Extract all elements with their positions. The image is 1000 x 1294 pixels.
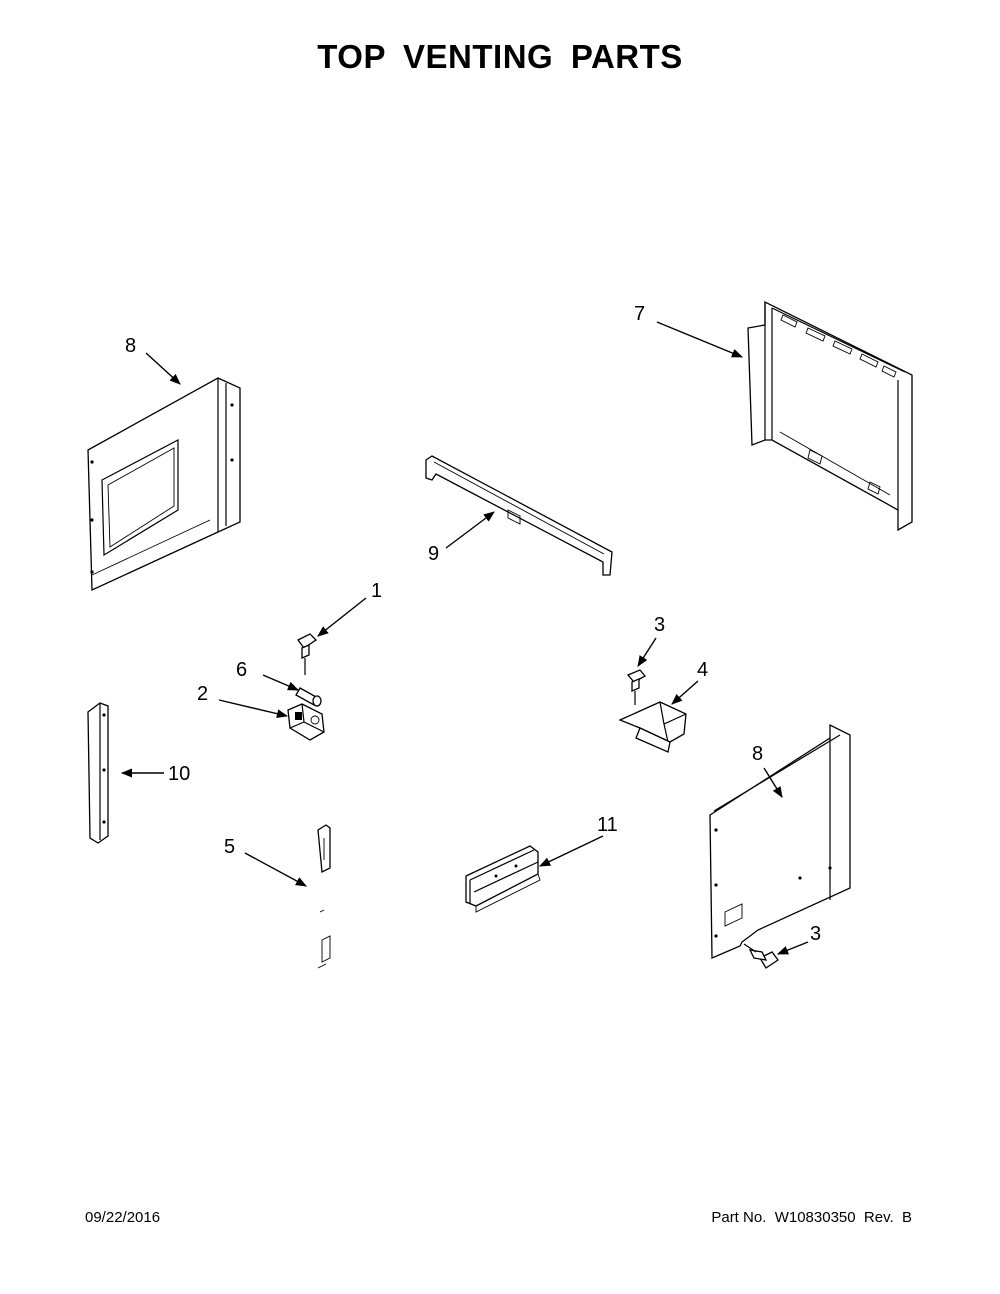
callout-1: 1: [371, 580, 382, 602]
callout-8-left: 8: [125, 335, 136, 357]
callout-8-right: 8: [752, 743, 763, 765]
leader-8-right: [763, 767, 783, 798]
part-3-screw-lower: [743, 943, 779, 969]
leader-2: [218, 699, 289, 719]
part-3-screw-upper: [626, 669, 647, 705]
callout-3-upper: 3: [654, 614, 665, 636]
leader-11: [538, 835, 604, 867]
part-4-cover: [618, 701, 687, 753]
callout-3-lower: 3: [810, 923, 821, 945]
leader-6: [262, 674, 300, 691]
callout-9: 9: [428, 543, 439, 565]
part-7-rear-panel: [747, 300, 913, 532]
leader-1: [317, 597, 367, 637]
leader-9: [445, 511, 495, 549]
callout-11: 11: [597, 814, 618, 836]
callout-2: 2: [197, 683, 208, 705]
leader-5: [244, 852, 307, 887]
part-1-screw: [297, 633, 318, 675]
callout-7: 7: [634, 303, 645, 325]
part-10-bracket: [87, 702, 109, 844]
footer-date: 09/22/2016: [85, 1209, 161, 1226]
part-2-latch: [287, 703, 325, 741]
part-5-strip: [317, 824, 331, 969]
leader-3-upper: [637, 637, 657, 667]
leader-8-left: [145, 352, 181, 385]
part-8-right-panel: [709, 723, 851, 959]
part-8-left-panel: [87, 377, 241, 592]
page-title: TOP VENTING PARTS: [317, 38, 683, 75]
leader-7: [656, 321, 744, 358]
leader-3-lower: [776, 941, 809, 955]
callout-6: 6: [236, 659, 247, 681]
callout-4: 4: [697, 659, 708, 681]
leader-4: [671, 680, 699, 705]
callout-10: 10: [168, 763, 190, 785]
footer-part-number: Part No. W10830350 Rev. B: [711, 1209, 912, 1226]
callout-5: 5: [224, 836, 235, 858]
part-9-vent-rail: [425, 455, 613, 576]
part-6-sleeve: [295, 687, 322, 707]
part-11-channel: [465, 845, 541, 913]
